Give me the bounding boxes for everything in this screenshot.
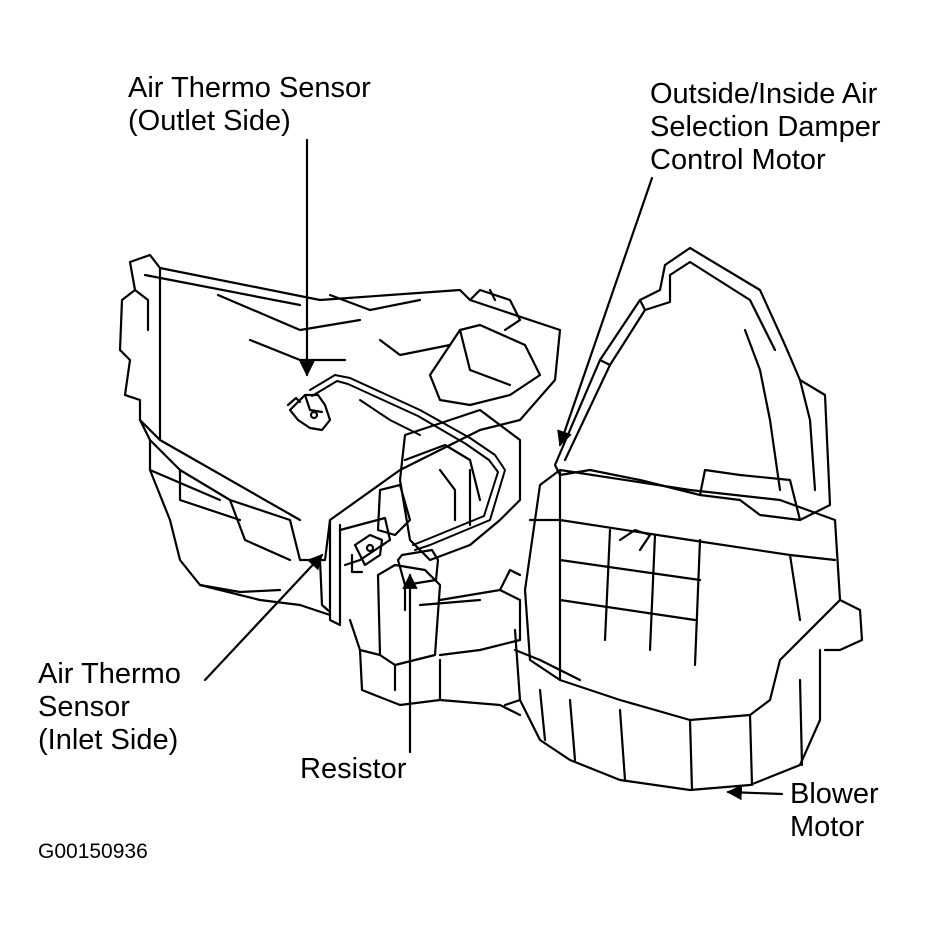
label-inlet-sensor-line3: (Inlet Side) [38, 724, 179, 756]
label-blower-motor-line1: Blower [790, 778, 879, 810]
label-outlet-sensor-line2: (Outlet Side) [128, 105, 291, 137]
label-outlet-sensor-line1: Air Thermo Sensor [128, 72, 371, 104]
wire-harness [309, 374, 506, 551]
label-damper-motor: Outside/Inside Air Selection Damper Cont… [650, 78, 881, 177]
label-damper-motor-line2: Selection Damper [650, 111, 881, 143]
outlet-sensor-part [286, 393, 332, 432]
figure-code: G00150936 [38, 840, 148, 863]
label-resistor: Resistor [300, 753, 406, 786]
leader-lines [203, 138, 784, 801]
label-blower-motor-line2: Motor [790, 811, 865, 843]
inlet-sensor-part [318, 516, 392, 627]
label-inlet-sensor-line1: Air Thermo [38, 658, 181, 690]
label-inlet-sensor-line2: Sensor [38, 691, 130, 723]
blower-unit [503, 246, 864, 792]
label-resistor-line1: Resistor [300, 753, 407, 785]
label-damper-motor-line1: Outside/Inside Air [650, 78, 878, 110]
label-outlet-sensor: Air Thermo Sensor (Outlet Side) [128, 72, 371, 138]
duct-cover [428, 288, 542, 407]
heater-case [118, 253, 562, 617]
label-damper-motor-line3: Control Motor [650, 144, 826, 176]
inlet-sensor-leader [203, 553, 324, 682]
center-block [376, 408, 522, 562]
resistor-part [348, 548, 442, 707]
damper-motor-leader [557, 176, 654, 447]
base-frame [418, 568, 522, 717]
blower-motor-leader [726, 784, 784, 801]
label-blower-motor: Blower Motor [790, 778, 879, 844]
label-inlet-sensor: Air Thermo Sensor (Inlet Side) [38, 658, 181, 757]
